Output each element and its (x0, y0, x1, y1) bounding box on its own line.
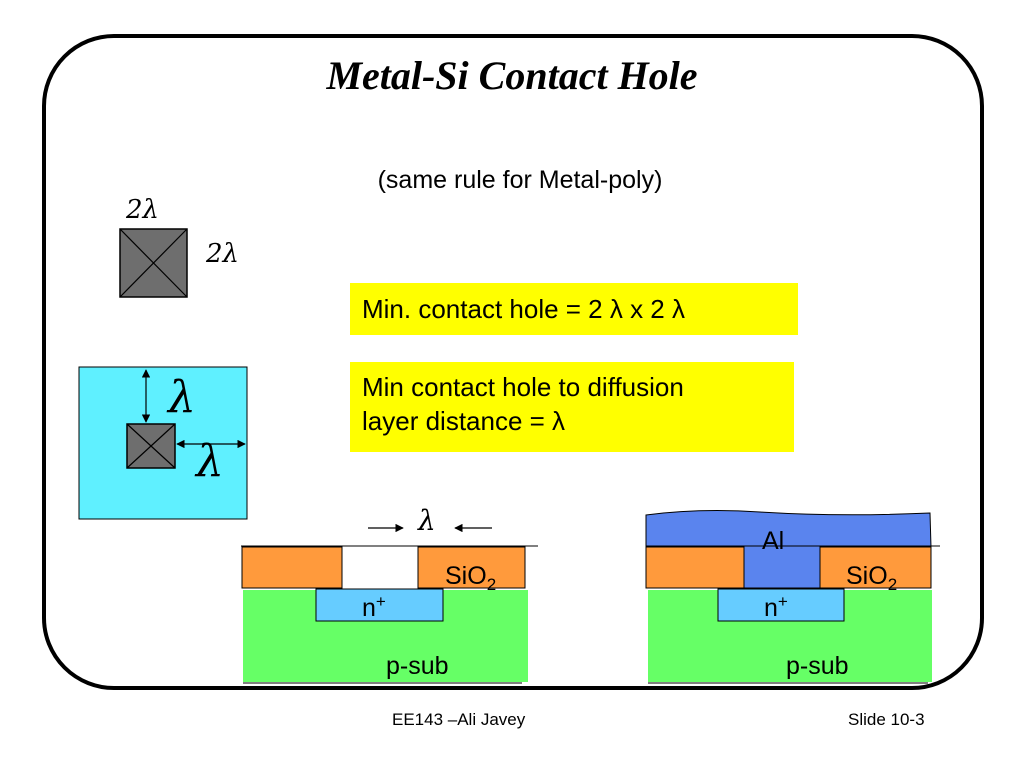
n-plus-region-right (717, 588, 845, 622)
contact-height-label: 2λ (205, 239, 239, 269)
contact-width-label: 2λ (125, 195, 159, 225)
al-label: Al (762, 527, 784, 555)
diffusion-distance-rule-box: Min contact hole to diffusion layer dist… (350, 362, 794, 452)
slide-frame (42, 34, 984, 690)
n-plus-label: n+ (362, 592, 386, 622)
slide-title: Metal-Si Contact Hole (326, 53, 698, 98)
oxide-left (241, 546, 343, 589)
diffusion-rule-line1: Min contact hole to diffusion (362, 372, 684, 402)
oxide-left-right (645, 546, 745, 589)
diffusion-rule-line2: layer distance = λ (362, 406, 566, 436)
oxide-right-right (819, 546, 932, 589)
horizontal-spacing-label: λ (194, 436, 224, 487)
p-sub-label: p-sub (386, 652, 449, 680)
contact-cross-line (119, 228, 188, 298)
vertical-spacing-label: λ (166, 372, 196, 423)
cross-section-before-metal: λ SiO2 n+ p-sub (241, 504, 538, 684)
footer-slide-number: Slide 10-3 (848, 710, 925, 729)
contact-spacing-diagram: λ λ (78, 366, 248, 520)
contact-size-diagram: 2λ 2λ (119, 195, 239, 298)
slide-subtitle: (same rule for Metal-poly) (377, 166, 663, 194)
spacing-contact-cross (126, 423, 176, 469)
oxide-label: SiO2 (445, 562, 496, 594)
min-contact-rule-box: Min. contact hole = 2 λ x 2 λ (350, 283, 798, 335)
oxide-right (417, 546, 526, 589)
cross-section-with-metal: Al SiO2 n+ p-sub (645, 510, 940, 684)
n-plus-label-right: n+ (764, 592, 788, 622)
footer-author: EE143 –Ali Javey (392, 710, 526, 729)
p-sub-label-right: p-sub (786, 652, 849, 680)
opening-lambda-label: λ (417, 504, 436, 537)
min-contact-rule-text: Min. contact hole = 2 λ x 2 λ (362, 294, 685, 324)
n-plus-region (315, 588, 444, 622)
oxide-label-right: SiO2 (846, 562, 897, 594)
